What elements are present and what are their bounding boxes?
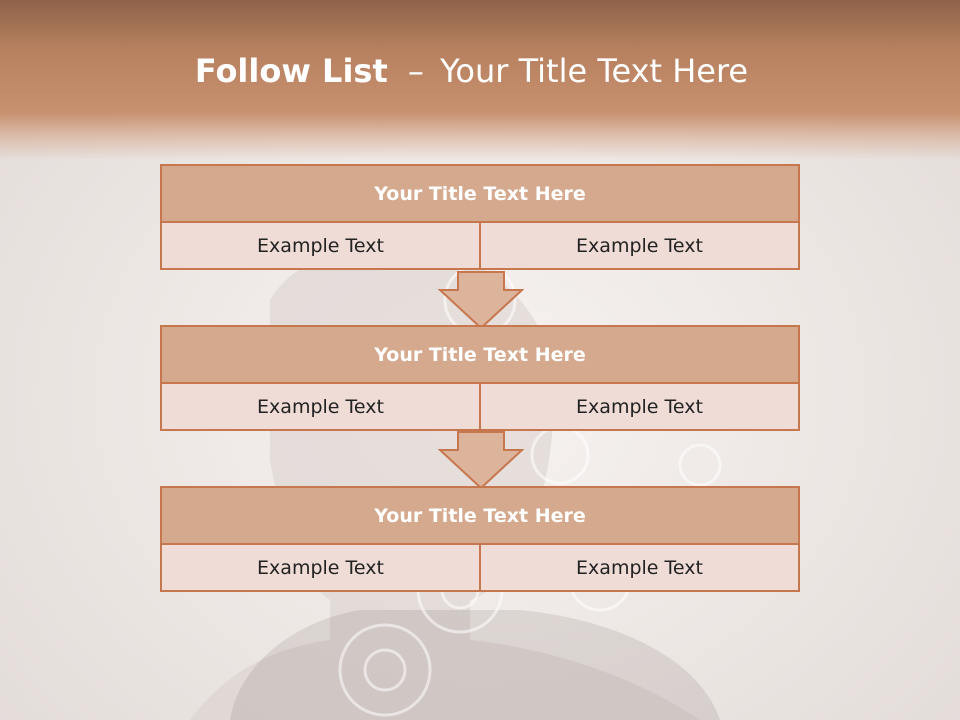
list-block-2[interactable]: Your Title Text Here Example Text Exampl… — [160, 325, 800, 431]
block-title[interactable]: Your Title Text Here — [162, 488, 798, 543]
block-cell-right[interactable]: Example Text — [481, 384, 798, 429]
title-bar — [0, 0, 960, 160]
block-title[interactable]: Your Title Text Here — [162, 166, 798, 221]
block-cell-left[interactable]: Example Text — [162, 545, 479, 590]
block-title[interactable]: Your Title Text Here — [162, 327, 798, 382]
jacket-shadow — [230, 610, 720, 720]
gear-icon-hub — [363, 648, 407, 692]
gear-icon — [678, 443, 722, 487]
block-cell-left[interactable]: Example Text — [162, 384, 479, 429]
list-block-3[interactable]: Your Title Text Here Example Text Exampl… — [160, 486, 800, 592]
gear-icon — [338, 623, 432, 717]
arrow-down-icon — [438, 431, 524, 490]
page-title: Follow List – Your Title Text Here — [0, 52, 943, 90]
list-block-1[interactable]: Your Title Text Here Example Text Exampl… — [160, 164, 800, 270]
block-cell-right[interactable]: Example Text — [481, 545, 798, 590]
block-cell-left[interactable]: Example Text — [162, 223, 479, 268]
title-rest: Your Title Text Here — [440, 52, 749, 90]
block-cell-right[interactable]: Example Text — [481, 223, 798, 268]
title-separator: – — [407, 52, 424, 90]
arrow-down-icon — [438, 271, 524, 330]
title-bold: Follow List — [194, 52, 388, 90]
